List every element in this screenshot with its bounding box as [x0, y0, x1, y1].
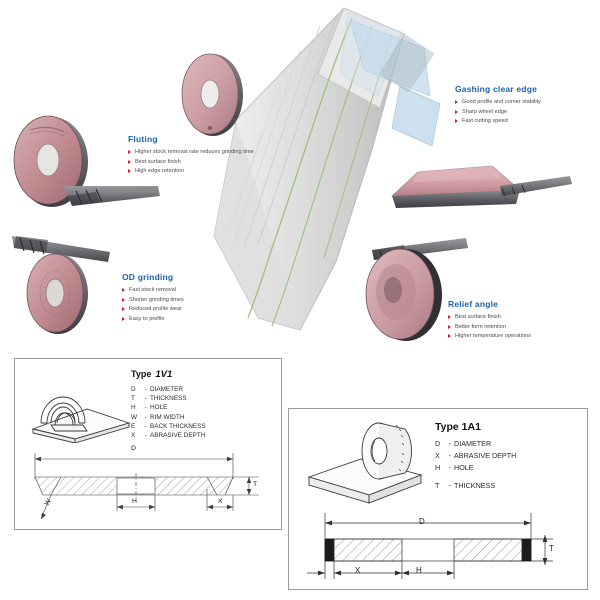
callout-od-grinding-list: Fast stock removal Shorter grinding time… — [122, 286, 184, 324]
callout-fluting-title: Fluting — [128, 134, 158, 144]
legend-dash: - — [144, 413, 148, 421]
dim-label-diameter-1a1: D — [419, 517, 425, 526]
legend-dash: - — [144, 431, 148, 439]
legend-dash: - — [144, 404, 148, 412]
legend-1a1: Type 1A1 D - DIAMETER X - ABRASIVE DEPTH… — [435, 421, 516, 493]
callout-gashing-bullet-3: Fast cutting speed — [455, 117, 541, 127]
legend-dash: - — [144, 395, 148, 403]
legend-dash: - — [448, 439, 452, 448]
cross-section-1v1 — [34, 453, 259, 520]
dim-label-thickness-1a1: T — [549, 544, 554, 553]
legend-label: HOLE — [150, 404, 168, 412]
legend-dash: - — [144, 422, 148, 430]
legend-row: H - HOLE — [435, 463, 516, 475]
legend-row: T - THICKNESS — [131, 395, 206, 404]
isometric-drawing-1v1 — [31, 396, 131, 443]
legend-dash: - — [448, 481, 452, 490]
callout-gashing-list: Good profile and corner stability Sharp … — [455, 98, 541, 127]
legend-label: THICKNESS — [150, 395, 187, 403]
legend-label: BACK THICKNESS — [150, 422, 206, 430]
wheel-od — [26, 253, 88, 334]
callout-od-bullet-4: Easy to profile — [122, 315, 184, 325]
legend-label: DIAMETER — [454, 439, 492, 448]
legend-key: H — [435, 463, 441, 472]
legend-key: X — [131, 431, 136, 439]
legend-key: W — [131, 413, 138, 421]
callout-relief-angle-title: Relief angle — [448, 299, 499, 309]
callout-fluting-list: Higher stock removal rate reduces grindi… — [128, 148, 254, 177]
wheel-cone — [391, 165, 572, 208]
wheel-fluting — [13, 115, 88, 207]
legend-label: RIM WIDTH — [150, 413, 185, 421]
callout-od-bullet-1: Fast stock removal — [122, 286, 184, 296]
dim-label-thickness-1v1: T — [253, 481, 258, 488]
callout-gashing: Gashing clear edge Good profile and corn… — [455, 84, 541, 127]
legend-label: THICKNESS — [454, 481, 496, 490]
type-1a1-heading: Type 1A1 — [435, 421, 516, 433]
legend-table-1a1: D - DIAMETER X - ABRASIVE DEPTH H - HOLE… — [435, 439, 516, 493]
drill-bit-hero — [213, 7, 441, 331]
dim-label-hole-1a1: H — [416, 566, 422, 575]
legend-label: ABRASIVE DEPTH — [454, 451, 517, 460]
callout-fluting-bullet-3: High edge retention — [128, 167, 254, 177]
legend-row: H - HOLE — [131, 404, 206, 413]
legend-row: X - ABRASIVE DEPTH — [131, 432, 206, 441]
legend-row: D - DIAMETER — [131, 386, 206, 395]
legend-key: T — [131, 395, 135, 403]
spec-panel-1a1: Type 1A1 D - DIAMETER X - ABRASIVE DEPTH… — [288, 408, 588, 590]
callout-relief-angle: Relief angle Best surface finish Better … — [448, 299, 531, 342]
callout-relief-bullet-1: Best surface finish — [448, 313, 531, 323]
dim-label-diameter-1v1: D — [131, 445, 136, 452]
callout-od-grinding: OD grinding Fast stock removal Shorter g… — [122, 272, 184, 324]
wheel-relief — [365, 248, 442, 341]
type-word-1a1: Type — [435, 421, 459, 433]
type-word-1v1: Type — [131, 369, 152, 379]
callout-od-bullet-3: Reduced profile wear — [122, 305, 184, 315]
wheel-upper — [181, 53, 243, 136]
legend-row: X - ABRASIVE DEPTH — [435, 451, 516, 463]
legend-label: ABRASIVE DEPTH — [150, 431, 206, 439]
dim-label-abrasive-depth-1a1: X — [355, 566, 361, 575]
drill-fluting — [64, 186, 160, 206]
legend-dash: - — [448, 463, 452, 472]
legend-key: E — [131, 422, 136, 430]
legend-dash: - — [144, 386, 148, 393]
legend-row: W - RIM WIDTH — [131, 414, 206, 423]
drill-od — [12, 236, 110, 262]
dim-label-hole-1v1: H — [132, 498, 137, 505]
legend-label: DIAMETER — [150, 386, 184, 393]
legend-label: HOLE — [454, 463, 474, 472]
legend-row: D - DIAMETER — [435, 439, 516, 451]
legend-dash: - — [448, 451, 452, 460]
legend-key: D — [435, 439, 441, 448]
legend-key: T — [435, 481, 440, 490]
callout-gashing-title: Gashing clear edge — [455, 84, 538, 94]
callout-fluting-bullet-2: Best surface finish — [128, 158, 254, 168]
callout-fluting-bullet-1: Higher stock removal rate reduces grindi… — [128, 148, 254, 158]
cross-section-1a1 — [307, 513, 553, 579]
legend-key: H — [131, 404, 136, 412]
callout-gashing-bullet-2: Sharp wheel edge — [455, 108, 541, 118]
callout-relief-bullet-3: Higher temperature operations — [448, 332, 531, 342]
legend-row: T - THICKNESS — [435, 475, 516, 493]
type-code-1a1: 1A1 — [461, 421, 481, 433]
callout-od-grinding-title: OD grinding — [122, 272, 174, 282]
callout-gashing-bullet-1: Good profile and corner stability — [455, 98, 541, 108]
legend-key: D — [131, 386, 136, 393]
isometric-drawing-1a1 — [307, 422, 423, 504]
legend-table-1v1: D - DIAMETER T - THICKNESS H - HOLE W - — [131, 386, 206, 441]
legend-row: E - BACK THICKNESS — [131, 423, 206, 432]
dim-label-abrasive-depth-1v1: X — [218, 498, 223, 505]
type-code-1v1: 1V1 — [155, 369, 173, 380]
legend-key: X — [435, 451, 440, 460]
callout-relief-angle-list: Best surface finish Better form retentio… — [448, 313, 531, 342]
callout-od-bullet-2: Shorter grinding times — [122, 296, 184, 306]
callout-relief-bullet-2: Better form retention — [448, 323, 531, 333]
callout-fluting: Fluting Higher stock removal rate reduce… — [128, 134, 254, 177]
